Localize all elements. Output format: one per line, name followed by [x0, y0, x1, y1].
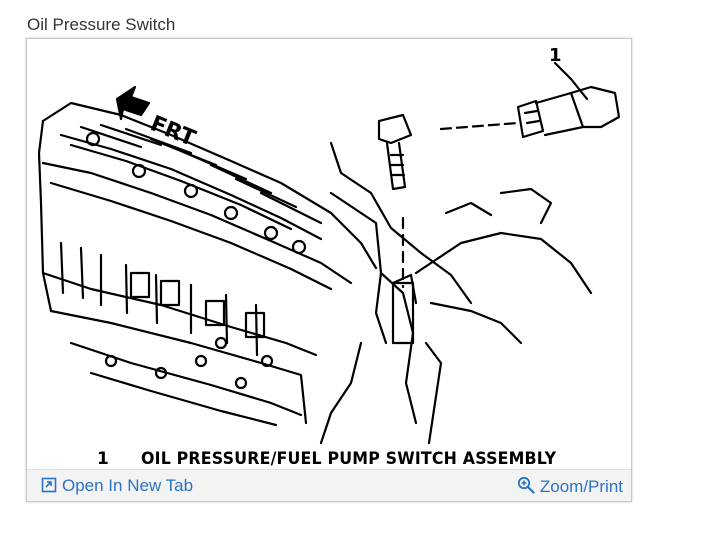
figure-legend: 1 OIL PRESSURE/FUEL PUMP SWITCH ASSEMBLY — [31, 443, 627, 469]
legend-number: 1 — [97, 449, 110, 469]
engine-line-drawing: 1 FRT — [37, 45, 621, 445]
legend-text: OIL PRESSURE/FUEL PUMP SWITCH ASSEMBLY — [141, 449, 557, 469]
open-in-new-tab-link[interactable]: Open In New Tab — [41, 476, 193, 498]
open-in-new-tab-label: Open In New Tab — [62, 476, 194, 495]
zoom-icon — [517, 476, 535, 499]
engine-diagram: 1 FRT 1 OIL PRESSURE/FUEL PUMP SWITCH AS… — [31, 43, 627, 469]
zoom-print-link[interactable]: Zoom/Print — [517, 476, 623, 499]
figure-toolbar: Open In New Tab Zoom/Print — [27, 469, 631, 501]
callout-number: 1 — [549, 45, 562, 66]
figure-frame: 1 FRT 1 OIL PRESSURE/FUEL PUMP SWITCH AS… — [26, 38, 632, 502]
figure-caption: Oil Pressure Switch — [27, 15, 176, 34]
open-new-tab-icon — [41, 477, 57, 498]
zoom-print-label: Zoom/Print — [539, 477, 623, 496]
